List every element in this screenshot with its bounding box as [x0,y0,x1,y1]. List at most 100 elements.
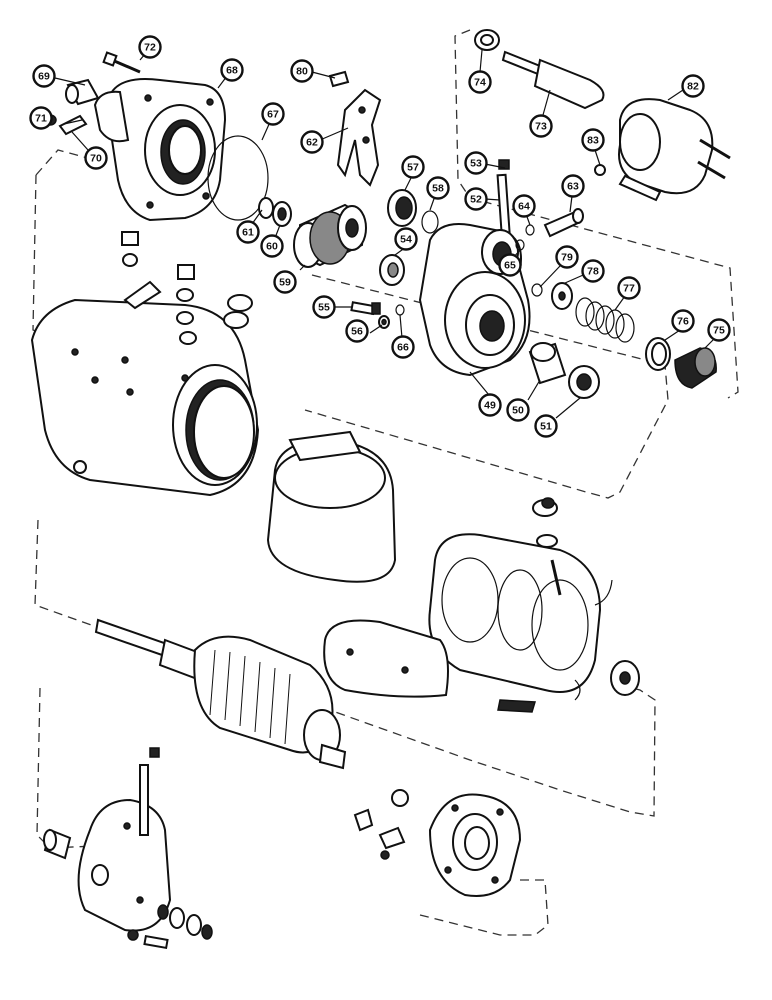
pin-80 [328,70,350,88]
callout-68: 68 [220,58,244,82]
callout-number: 58 [432,183,444,195]
callout-circle [345,319,369,343]
terminal-hardware [73,231,253,474]
callout-circle [138,35,162,59]
callout-circle [617,276,641,300]
bushing-69 [65,78,100,106]
callout-number: 66 [397,342,409,354]
pole-shoe [323,619,449,698]
callout-circle [561,174,585,198]
callout-number: 55 [318,302,330,314]
callout-circle [529,114,553,138]
callout-65: 65 [498,253,522,277]
callout-circle [84,146,108,170]
callout-number: 72 [144,42,156,54]
commutator-end-frame [77,798,172,932]
callout-circle [426,176,450,200]
callout-number: 77 [623,283,635,295]
bottom-hardware [127,789,409,950]
callout-number: 79 [561,252,573,264]
callout-58: 58 [426,176,450,200]
field-coils [428,533,613,701]
pin-70 [58,114,88,136]
shaft-73 [501,50,605,110]
callout-number: 83 [587,135,599,147]
callout-49: 49 [478,393,502,417]
washer-54 [379,254,405,286]
callout-number: 62 [306,137,318,149]
callout-circle [506,398,530,422]
drive-housing-68 [93,78,227,222]
callout-50: 50 [506,398,530,422]
drive-clutch-59 [293,203,367,268]
callout-circle [260,234,284,258]
callout-number: 52 [470,194,482,206]
callout-77: 77 [617,276,641,300]
plug-53 [498,159,510,170]
washer-74 [474,29,500,51]
callout-80: 80 [290,59,314,83]
callout-number: 51 [540,421,552,433]
callout-circle [707,318,731,342]
callout-number: 74 [474,77,486,89]
callout-number: 80 [296,66,308,78]
shift-lever-62 [336,88,382,187]
callout-number: 73 [535,121,547,133]
callout-66: 66 [391,335,415,359]
callout-79: 79 [555,245,579,269]
callout-circle [273,270,297,294]
callout-number: 67 [267,109,279,121]
ring-66 [395,304,405,316]
callout-circle [555,245,579,269]
plunger-pin-63 [543,208,584,238]
o-ring-67 [207,135,269,221]
seal-76 [645,337,671,371]
snap-ring-60 [272,201,292,227]
plunger-75 [674,347,717,389]
callout-circle [220,58,244,82]
callout-number: 69 [38,71,50,83]
callout-number: 59 [279,277,291,289]
callout-circle [394,227,418,251]
callout-82: 82 [681,74,705,98]
bushing-51 [568,365,600,399]
spring-77 [575,297,635,343]
callout-62: 62 [300,130,324,154]
callout-circle [261,102,285,126]
callout-circle [581,128,605,152]
brush-holder-plate [428,793,522,897]
callout-number: 57 [407,162,419,174]
callout-circle [498,253,522,277]
callout-number: 61 [242,227,254,239]
callout-number: 50 [512,405,524,417]
ring-79 [531,283,543,297]
callout-54: 54 [394,227,418,251]
callout-number: 64 [518,201,530,213]
shift-housing-49 [418,223,531,377]
callout-70: 70 [84,146,108,170]
callout-61: 61 [236,220,260,244]
callout-63: 63 [561,174,585,198]
solenoid-82 [618,98,731,202]
callout-57: 57 [401,155,425,179]
callout-number: 82 [687,81,699,93]
field-frame [30,298,260,497]
callout-number: 49 [484,400,496,412]
callout-circle [236,220,260,244]
callout-circle [534,414,558,438]
callout-75: 75 [707,318,731,342]
callout-number: 78 [587,266,599,278]
callout-69: 69 [32,64,56,88]
callout-number: 56 [351,326,363,338]
callout-circle [391,335,415,359]
bushing-ring [610,660,640,696]
callout-circle [478,393,502,417]
callout-74: 74 [468,70,492,94]
callout-78: 78 [581,259,605,283]
callout-number: 65 [504,260,516,272]
callout-circle [312,295,336,319]
washer-61 [258,197,274,219]
callout-number: 71 [35,113,47,125]
